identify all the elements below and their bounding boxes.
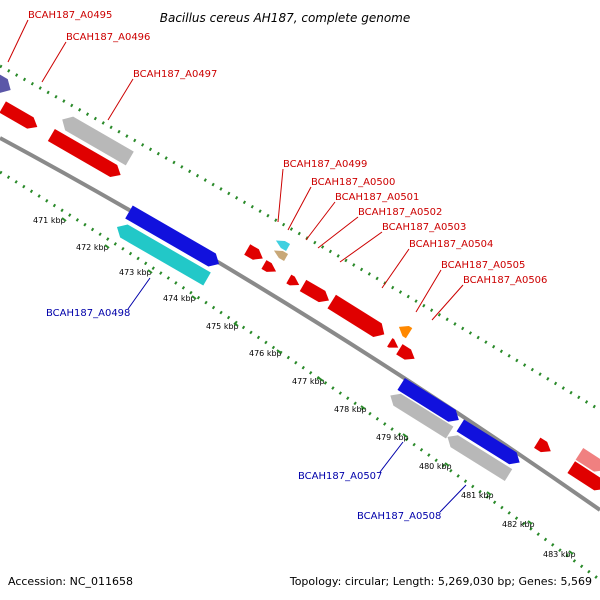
line-a0501 xyxy=(305,201,336,241)
gene-arrow-a0496 xyxy=(0,101,38,129)
gene-label-a0503[interactable]: BCAH187_A0503 xyxy=(382,222,466,233)
gene-label-a0502[interactable]: BCAH187_A0502 xyxy=(358,207,442,218)
line-a0495 xyxy=(7,19,29,63)
genome-summary-text: Topology: circular; Length: 5,269,030 bp… xyxy=(289,575,592,588)
map-title: Bacillus cereus AH187, complete genome xyxy=(160,11,410,25)
gene-arrow-a0500b xyxy=(244,244,263,260)
gene-label-a0504[interactable]: BCAH187_A0504 xyxy=(409,239,493,250)
gene-label-a0501[interactable]: BCAH187_A0501 xyxy=(335,192,419,203)
line-a0502 xyxy=(317,216,359,249)
gene-label-a0496[interactable]: BCAH187_A0496 xyxy=(66,32,150,43)
gene-label-a0497[interactable]: BCAH187_A0497 xyxy=(133,69,217,80)
scale-tick-476 xyxy=(276,349,282,354)
scale-tick-480 xyxy=(444,462,450,467)
inner-dotted-track xyxy=(0,170,600,582)
line-a0507 xyxy=(379,441,404,473)
gene-arrow-a0498-blue xyxy=(125,205,220,267)
scale-label-482: 482 kbp xyxy=(502,520,535,529)
scale-label-478: 478 kbp xyxy=(334,405,367,414)
line-a0506 xyxy=(431,284,464,321)
gene-arrow-a0507-blue xyxy=(397,378,459,422)
gene-arrow-a0495 xyxy=(0,73,11,93)
line-a0503 xyxy=(339,231,383,263)
scale-tick-474 xyxy=(191,295,197,300)
gene-label-a0508[interactable]: BCAH187_A0508 xyxy=(357,511,441,522)
scale-label-477: 477 kbp xyxy=(292,377,325,386)
gene-tracks xyxy=(0,19,600,582)
gene-arrow-a0506 xyxy=(396,344,415,360)
scale-tick-483 xyxy=(568,550,574,555)
gene-arrow-a0499 xyxy=(275,240,291,251)
scale-label-479: 479 kbp xyxy=(376,433,409,442)
gene-labels: BCAH187_A0495 BCAH187_A0496 BCAH187_A049… xyxy=(28,10,547,522)
scale-label-474: 474 kbp xyxy=(163,294,196,303)
scale-tick-481 xyxy=(486,491,492,496)
scale-label-473: 473 kbp xyxy=(119,268,152,277)
scale-label-481: 481 kbp xyxy=(461,491,494,500)
gene-label-a0500[interactable]: BCAH187_A0500 xyxy=(311,177,395,188)
kbp-scale: 471 kbp 472 kbp 473 kbp 474 kbp 475 kbp … xyxy=(33,216,576,559)
gene-arrow-a0498 xyxy=(116,224,211,286)
scale-tick-471 xyxy=(61,217,67,222)
gene-label-a0505[interactable]: BCAH187_A0505 xyxy=(441,260,525,271)
gene-arrow-a0509 xyxy=(534,437,551,453)
gene-label-a0495[interactable]: BCAH187_A0495 xyxy=(28,10,112,21)
gene-arrow-a0507 xyxy=(390,393,454,439)
scale-tick-477 xyxy=(318,377,324,382)
gene-arrow-a0500 xyxy=(273,250,289,261)
gene-arrow-a0497 xyxy=(47,128,121,178)
scale-tick-473 xyxy=(147,269,153,274)
gene-arrow-a0501 xyxy=(261,260,277,272)
scale-label-472: 472 kbp xyxy=(76,243,109,252)
scale-tick-478 xyxy=(360,405,366,410)
gene-arrow-a0503 xyxy=(299,279,329,303)
gene-label-a0499[interactable]: BCAH187_A0499 xyxy=(283,159,367,170)
gene-arrow-a0510 xyxy=(575,447,600,472)
scale-label-483: 483 kbp xyxy=(543,550,576,559)
gene-arrow-a0508 xyxy=(447,435,513,482)
scale-label-471: 471 kbp xyxy=(33,216,66,225)
scale-label-475: 475 kbp xyxy=(206,322,239,331)
gene-label-a0507[interactable]: BCAH187_A0507 xyxy=(298,471,382,482)
scale-label-476: 476 kbp xyxy=(249,349,282,358)
accession-text: Accession: NC_011658 xyxy=(8,575,133,588)
line-a0497 xyxy=(107,78,134,121)
gene-arrow-a0508-blue xyxy=(456,419,520,465)
outer-dotted-track xyxy=(0,64,600,412)
gene-arrow-a0504 xyxy=(327,294,385,337)
line-a0499 xyxy=(277,168,284,223)
gene-label-a0498[interactable]: BCAH187_A0498 xyxy=(46,308,130,319)
scale-tick-475 xyxy=(233,322,239,327)
gene-arrow-a0511 xyxy=(567,461,600,491)
gene-label-a0506[interactable]: BCAH187_A0506 xyxy=(463,275,547,286)
scale-tick-479 xyxy=(402,433,408,438)
scale-label-480: 480 kbp xyxy=(419,462,452,471)
scale-tick-472 xyxy=(104,244,110,249)
line-a0498 xyxy=(127,277,151,310)
line-a0500 xyxy=(287,186,312,231)
gene-arrow-a0497-gray xyxy=(62,116,134,166)
gene-arrow-a0505 xyxy=(398,325,413,339)
line-a0496 xyxy=(41,41,67,83)
scale-tick-482 xyxy=(527,520,533,525)
gene-arrow-a0506a xyxy=(387,338,399,348)
gene-arrow-a0502 xyxy=(286,274,300,286)
line-a0508 xyxy=(439,484,467,513)
line-a0505 xyxy=(415,269,442,313)
line-a0504 xyxy=(381,248,410,289)
